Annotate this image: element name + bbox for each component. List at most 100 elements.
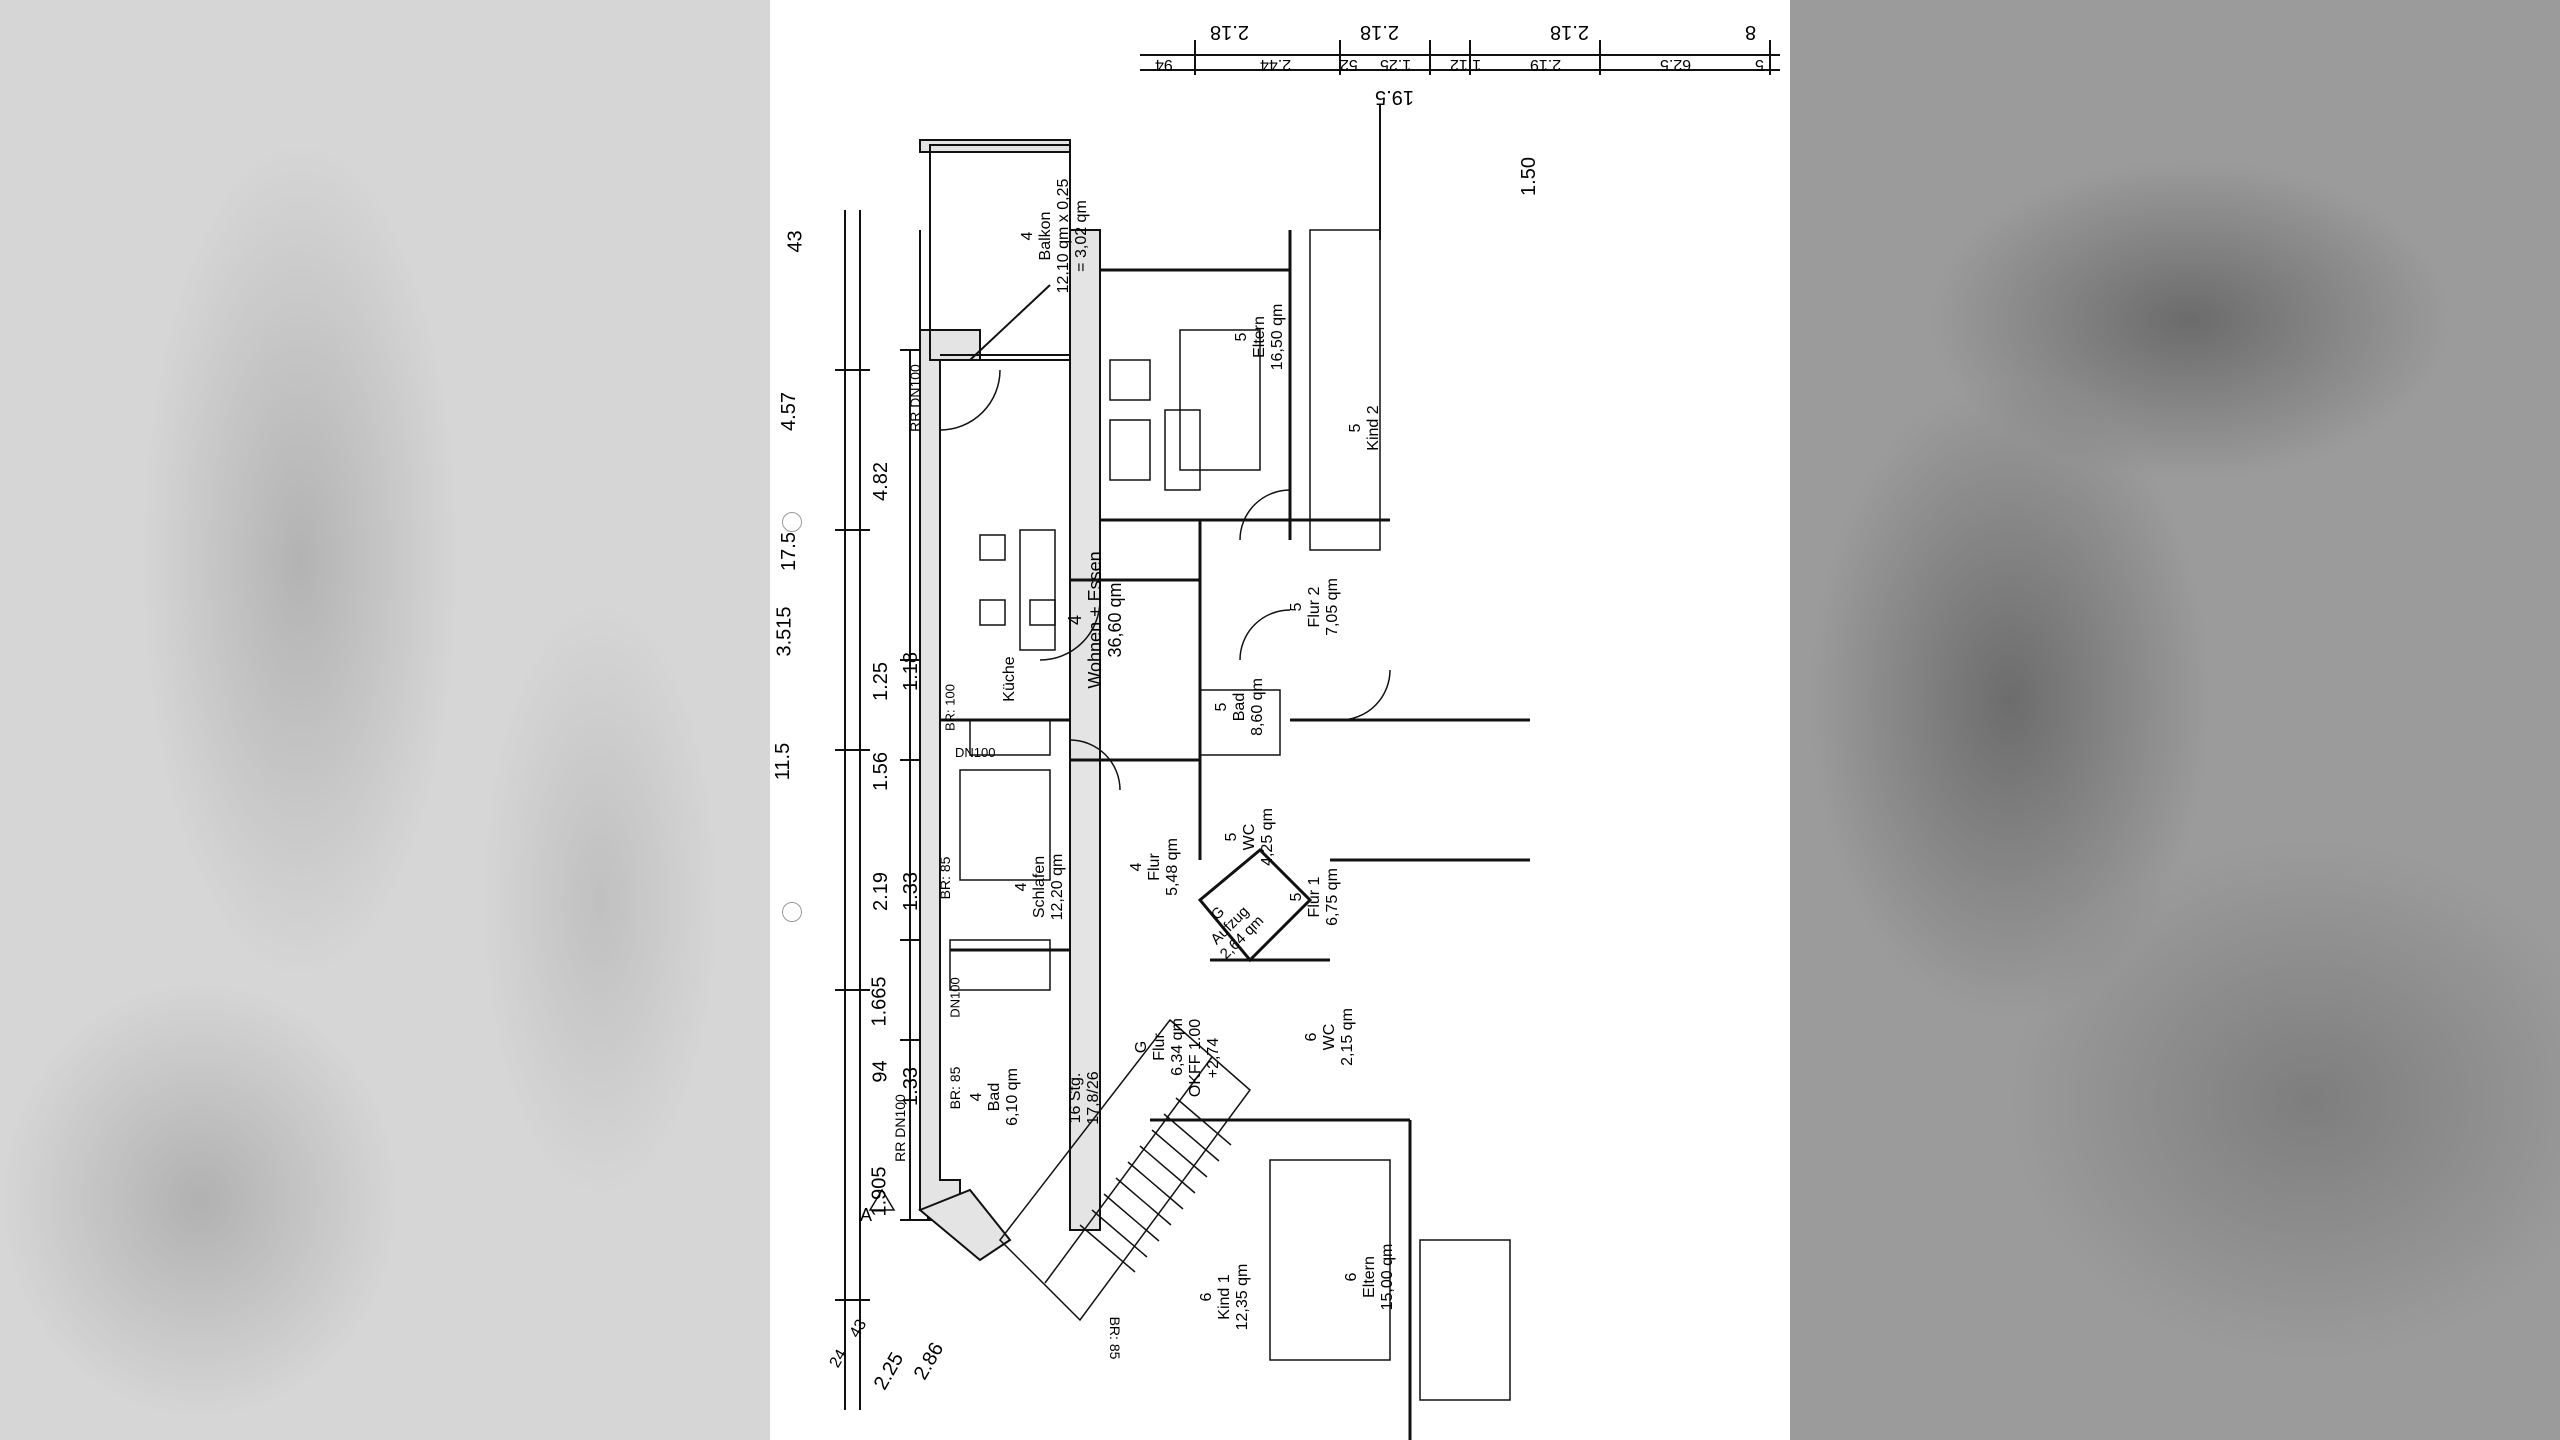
section-marker: A: [860, 1205, 873, 1225]
room-bad-4-name: Bad: [986, 1082, 1003, 1112]
room-flur-g-area: 6,34 qm: [1169, 1018, 1186, 1076]
tag-dn-1: DN100: [947, 977, 963, 1018]
far-dim-1: 11.5: [772, 742, 795, 781]
room-wohnen-num: 4: [1065, 615, 1085, 626]
room-kueche-name: Küche: [1001, 656, 1018, 702]
room-eltern-5-area: 16,50 qm: [1269, 303, 1286, 371]
room-kind-2-num: 5: [1347, 423, 1364, 433]
room-eltern-5-num: 5: [1233, 332, 1250, 342]
room-wohnen: 4 Wohnen + Essen 36,60 qm: [1065, 540, 1125, 700]
bottom-chain-dim-4: 1.25: [1380, 56, 1412, 73]
far-dim-4: 4.57: [777, 392, 800, 431]
tag-br-1: BR: 85: [937, 856, 953, 900]
room-wc-6: 6 WC 2,15 qm: [1303, 987, 1357, 1087]
room-balkon-area: 12,10 qm x 0,25: [1055, 178, 1072, 294]
room-flur-2: 5 Flur 2 7,05 qm: [1288, 552, 1342, 662]
bottom-chain-dim-2: 2.44: [1260, 56, 1292, 73]
floor-plan-document: 2.18 2.18 2.18 8 94 2.44 52 1.25 1.12 2.…: [770, 0, 1790, 1440]
room-wohnen-name: Wohnen + Essen: [1085, 551, 1105, 689]
okff-value: OKFF 1.00: [1187, 1018, 1204, 1098]
room-eltern-6-name: Eltern: [1361, 1256, 1378, 1298]
room-eltern-5-name: Eltern: [1251, 316, 1268, 358]
room-schlafen-name: Schlafen: [1031, 855, 1048, 919]
room-flur-g: G Flur 6,34 qm: [1133, 992, 1187, 1102]
bottom-chain-dim-6: 2.19: [1530, 56, 1562, 73]
punch-hole-bottom: [782, 902, 802, 922]
room-flur-g-num: G: [1133, 1040, 1150, 1054]
room-wc-5-num: 5: [1223, 832, 1240, 842]
room-flur-4: 4 Flur 5,48 qm: [1128, 812, 1182, 922]
room-flur-1-area: 6,75 qm: [1324, 868, 1341, 926]
top-dim-1: 2.18: [1210, 21, 1249, 43]
room-balkon-name: Balkon: [1037, 211, 1054, 261]
room-wc-5: 5 WC 4,25 qm: [1223, 787, 1277, 887]
room-balkon-area2: = 3,02 qm: [1073, 200, 1090, 272]
blurred-background-right: [1790, 0, 2560, 1440]
room-eltern-6-num: 6: [1343, 1272, 1360, 1282]
far-dim-3: 17.5: [777, 532, 800, 571]
room-balkon: 4 Balkon 12,10 qm x 0,25 = 3,02 qm: [1019, 166, 1091, 306]
left-dim-5: 1.56: [869, 752, 892, 791]
room-bad-5: 5 Bad 8,60 qm: [1213, 657, 1267, 757]
room-flur-4-num: 4: [1128, 862, 1145, 872]
top-dim-3: 2.18: [1550, 21, 1589, 43]
left-dim-6: 1.25: [869, 662, 892, 701]
room-kind-1: 6 Kind 1 12,35 qm: [1198, 1242, 1252, 1352]
bottom-dim-3: 24: [826, 1346, 851, 1371]
room-aufzug: G Aufzug 2,64 qm: [1180, 876, 1280, 976]
room-kind-1-name: Kind 1: [1216, 1274, 1233, 1320]
room-kind-2-name: Kind 2: [1365, 405, 1382, 451]
top-dim-4: 8: [1745, 21, 1757, 43]
floor-plan-drawing: [835, 40, 1780, 1440]
stairs-ratio: 17,8/26: [1085, 1071, 1102, 1125]
room-flur-1: 5 Flur 1 6,75 qm: [1288, 842, 1342, 952]
room-eltern-5: 5 Eltern 16,50 qm: [1233, 277, 1287, 397]
okff-label: OKFF 1.00 +2,74: [1187, 1008, 1223, 1108]
room-eltern-6-area: 15,00 qm: [1379, 1243, 1396, 1311]
bottom-chain-dim-5: 1.12: [1450, 56, 1482, 73]
okff-offset: +2,74: [1205, 1037, 1222, 1079]
bottom-chain-dim-3: 52: [1340, 56, 1358, 73]
punch-hole-top: [782, 512, 802, 532]
inner-dim-2: 1.33: [899, 872, 922, 911]
room-flur-4-name: Flur: [1146, 853, 1163, 881]
room-schlafen-num: 4: [1013, 882, 1030, 892]
room-wc-5-area: 4,25 qm: [1259, 808, 1276, 866]
top-dim-2: 2.18: [1360, 21, 1399, 43]
room-kind-2: 5 Kind 2: [1347, 388, 1383, 468]
room-flur-g-name: Flur: [1151, 1033, 1168, 1061]
top-total-dim: 19.5: [1375, 86, 1414, 108]
bottom-dim-2: 2.86: [909, 1338, 949, 1384]
room-balkon-num: 4: [1019, 231, 1036, 241]
left-dim-7: 4.82: [869, 462, 892, 501]
room-wc-6-area: 2,15 qm: [1339, 1008, 1356, 1066]
room-wc-6-num: 6: [1303, 1032, 1320, 1042]
room-bad-4: 4 Bad 6,10 qm: [968, 1052, 1022, 1142]
tag-dn-2: DN100: [955, 745, 996, 760]
far-dim-2: 3.515: [773, 606, 796, 657]
bottom-dim-4: 43: [846, 1316, 871, 1341]
room-schlafen-area: 12,20 qm: [1049, 853, 1066, 921]
room-flur-4-area: 5,48 qm: [1164, 838, 1181, 896]
inner-dim-3: 1.18: [899, 652, 922, 691]
tag-br-2: BR: 85: [947, 1066, 963, 1110]
room-bad-5-num: 5: [1213, 702, 1230, 712]
room-bad-4-num: 4: [968, 1092, 985, 1102]
left-dim-2: 94: [869, 1060, 892, 1083]
room-kind-1-num: 6: [1198, 1292, 1215, 1302]
room-eltern-6: 6 Eltern 15,00 qm: [1343, 1222, 1397, 1332]
room-wc-5-name: WC: [1241, 823, 1258, 851]
tag-rr-bottom: RR DN100: [892, 1094, 908, 1162]
bottom-chain-dim-8: 5: [1755, 56, 1764, 73]
room-wc-6-name: WC: [1321, 1023, 1338, 1051]
bottom-chain-dim-1: 94: [1155, 56, 1173, 73]
stairs-label: 16 Stg. 17,8/26: [1067, 1048, 1103, 1148]
tag-br-100: BR: 100: [942, 684, 958, 731]
stairs-count: 16 Stg.: [1067, 1072, 1084, 1124]
room-flur-2-num: 5: [1288, 602, 1305, 612]
room-flur-1-name: Flur 1: [1306, 876, 1323, 918]
blurred-background-left: [0, 0, 770, 1440]
room-flur-2-area: 7,05 qm: [1324, 578, 1341, 636]
room-flur-2-name: Flur 2: [1306, 586, 1323, 628]
room-bad-5-name: Bad: [1231, 692, 1248, 722]
